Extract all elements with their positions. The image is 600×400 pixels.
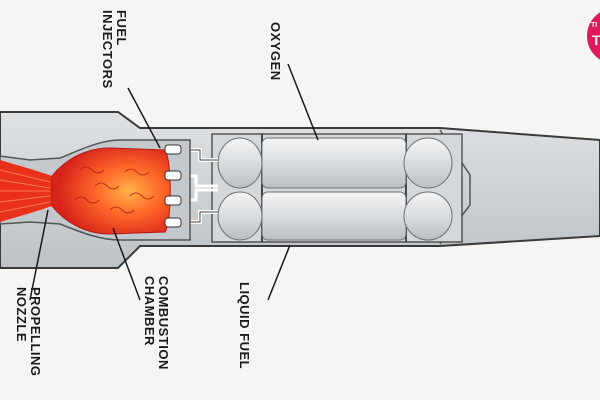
oxygen-label: OXYGEN [268,22,283,81]
oxygen-tank-end-right [403,137,453,189]
injector [164,195,182,206]
exhaust-streak [0,201,51,213]
oxygen-label-text: OXYGEN [268,22,283,81]
flame-swirls [74,166,155,214]
oxygen-tank-end-left [217,137,263,189]
leader-liquid-fuel [267,244,291,301]
combustion-chamber-label-line1: COMBUSTION [156,276,171,370]
liquid-fuel-label: LIQUID FUEL [237,282,252,370]
fuel-injectors-label: FUEL INJECTORS [100,10,129,89]
flame-swirl [74,196,100,204]
leader-combustion-chamber [112,227,141,301]
combustion-chamber-label: COMBUSTION CHAMBER [142,276,171,370]
fuel-tank-end-right [403,191,453,241]
badge-large-text: T [592,32,600,48]
exhaust-streak [0,179,51,189]
combustion-chamber-label-line2: CHAMBER [142,276,157,346]
leader-oxygen [287,63,319,141]
propelling-nozzle-label-line2: NOZZLE [14,287,29,342]
flame-swirl [94,182,120,190]
leader-propelling-nozzle [29,209,49,301]
flame-swirl [129,192,155,200]
injector [164,217,182,228]
oxygen-tank [261,137,407,189]
fuel-injectors [164,144,182,228]
fuel-tank [261,191,407,241]
flame-swirl [124,168,150,176]
flame-swirl [109,206,135,214]
fuel-injectors-label-line1: FUEL [114,10,129,46]
injector [164,144,182,155]
exhaust-streak [0,169,51,183]
exhaust-streaks [0,169,51,213]
injector [164,170,182,181]
badge-small-text: TI [591,22,598,29]
exhaust-streak [0,195,51,203]
fuel-injectors-label-line2: INJECTORS [100,10,115,89]
leader-fuel-injectors [127,87,161,149]
watermark-logo-icon: TI T [587,8,600,64]
propelling-nozzle-label: PROPELLING NOZZLE [14,287,43,377]
propelling-nozzle-label-line1: PROPELLING [28,287,43,377]
flame-swirl [79,166,105,174]
leader-lines [29,63,319,301]
liquid-fuel-label-text: LIQUID FUEL [237,282,252,370]
fuel-tank-end-left [217,191,263,241]
combustion-flame [51,147,171,235]
